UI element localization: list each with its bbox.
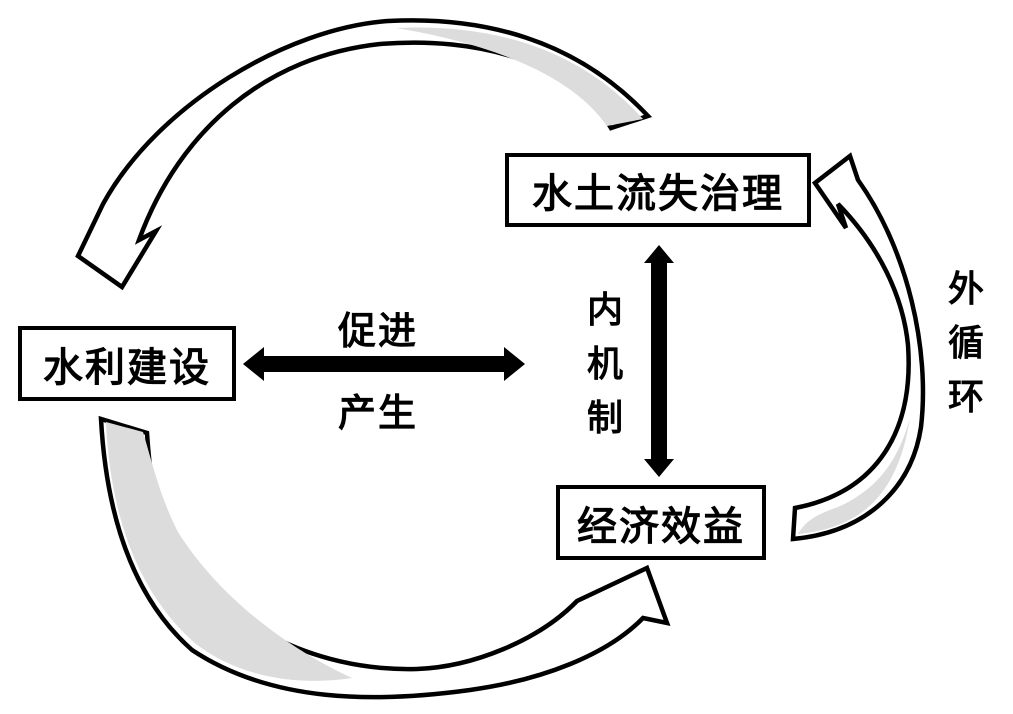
curved-arrow-top-shade (396, 27, 643, 126)
label-promote: 促进 (337, 311, 418, 353)
curved-arrow-right-shade (798, 418, 910, 534)
box-water-conservancy: 水利建设 (18, 326, 236, 401)
box-soil-erosion-control: 水土流失治理 (505, 153, 811, 227)
double-arrow-horizontal-icon (243, 347, 525, 381)
box-economic-benefit: 经济效益 (556, 485, 766, 560)
label-outer-circulation: 外循环 (947, 269, 984, 417)
curved-arrow-bottom-shade (106, 422, 352, 681)
double-arrow-vertical-icon (644, 245, 674, 477)
label-inner-mechanism: 内机制 (586, 290, 623, 438)
curved-arrow-right-icon (790, 152, 926, 542)
label-produce: 产生 (337, 393, 418, 435)
curved-arrow-top-icon (75, 18, 653, 291)
